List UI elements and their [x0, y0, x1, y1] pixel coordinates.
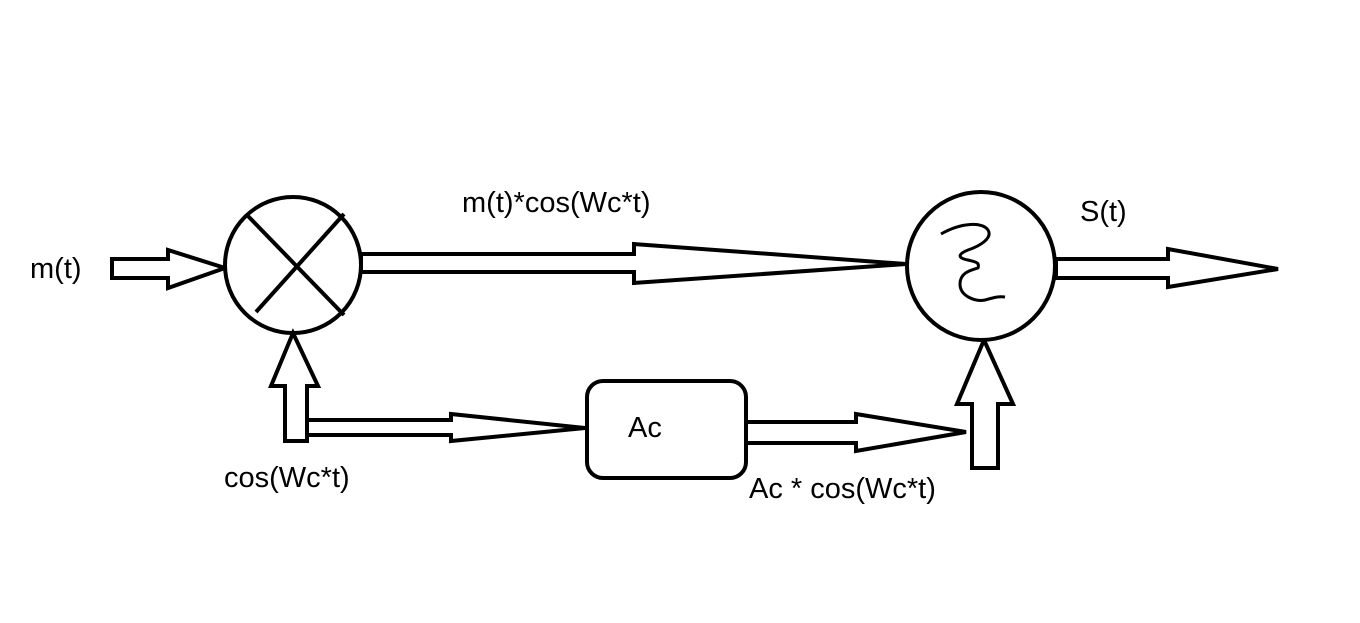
output-arrow: [1054, 246, 1279, 290]
summer-up-arrow: [953, 335, 1017, 470]
product-arrow: [359, 241, 907, 286]
scaled-carrier-arrow: [744, 411, 967, 454]
output-signal-label: S(t): [1080, 196, 1127, 228]
amplifier-block: [585, 379, 748, 480]
input-arrow: [110, 247, 232, 291]
scaled-carrier-label: Ac * cos(Wc*t): [749, 473, 936, 505]
multiplier-icon: [223, 195, 363, 335]
product-label: m(t)*cos(Wc*t): [462, 187, 650, 219]
input-signal-label: m(t): [30, 253, 82, 285]
carrier-branch-arrow: [305, 411, 586, 444]
amplifier-label: Ac: [628, 412, 662, 444]
carrier-label: cos(Wc*t): [224, 462, 350, 494]
summation-icon: [905, 190, 1057, 342]
